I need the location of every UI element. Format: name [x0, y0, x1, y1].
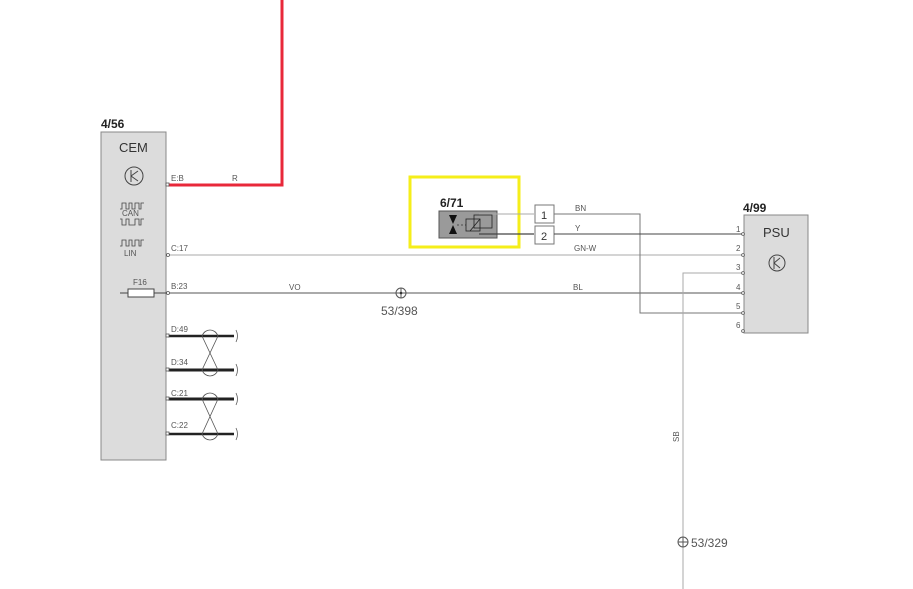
psu-pin-stubs — [741, 232, 745, 333]
svg-text:2: 2 — [541, 231, 547, 243]
twisted-pair-c21-c22[interactable] — [168, 392, 238, 441]
svg-text:1: 1 — [541, 210, 547, 222]
cem-id: 4/56 — [101, 117, 125, 131]
psu-pin-2: 2 — [736, 244, 741, 253]
pin-label-d34: D:34 — [171, 358, 188, 367]
wire-code-gn-w: GN-W — [574, 244, 597, 253]
lin-signal-icon — [120, 239, 144, 247]
pin-label-b23: B:23 — [171, 282, 188, 291]
cem-pin-stubs — [165, 182, 170, 436]
ground-label-53-398: 53/398 — [381, 304, 418, 318]
connector-pin-1[interactable]: 1 — [534, 204, 555, 224]
transistor-icon — [768, 254, 786, 272]
sensor-id: 6/71 — [440, 196, 464, 210]
wire-code-y: Y — [575, 224, 581, 233]
psu-module[interactable] — [743, 214, 809, 334]
power-wire-r[interactable] — [168, 0, 284, 187]
psu-id: 4/99 — [743, 201, 767, 215]
ground-label-53-329: 53/329 — [691, 536, 728, 550]
pin-label-c21: C:21 — [171, 389, 188, 398]
wire-bn[interactable] — [554, 213, 742, 314]
connector-pin-2[interactable]: 2 — [534, 225, 555, 245]
wire-code-bn: BN — [575, 204, 586, 213]
ground-point-icon — [677, 536, 689, 548]
can-signal-icon — [120, 202, 144, 226]
psu-pin-1: 1 — [736, 225, 741, 234]
lin-label: LIN — [124, 249, 137, 258]
cem-name: CEM — [119, 140, 148, 155]
highlight-box — [408, 175, 521, 249]
psu-pin-4: 4 — [736, 283, 741, 292]
wire-code-r: R — [232, 174, 238, 183]
psu-pin-5: 5 — [736, 302, 741, 311]
pin-label-c17: C:17 — [171, 244, 188, 253]
pin-label-c22: C:22 — [171, 421, 188, 430]
pin-label-eb: E:B — [171, 174, 184, 183]
twisted-pair-d49-d34[interactable] — [168, 329, 238, 377]
wire-code-vo: VO — [289, 283, 301, 292]
psu-name: PSU — [763, 225, 790, 240]
ground-point-icon — [395, 287, 407, 299]
fuse-label: F16 — [133, 278, 147, 287]
transistor-icon — [124, 166, 144, 186]
pin-label-d49: D:49 — [171, 325, 188, 334]
wire-code-bl: BL — [573, 283, 583, 292]
psu-pin-3: 3 — [736, 263, 741, 272]
psu-pin-6: 6 — [736, 321, 741, 330]
fuse-icon — [120, 288, 168, 298]
can-label: CAN — [122, 209, 139, 218]
wire-code-sb: SB — [672, 431, 681, 442]
wire-sb[interactable] — [682, 272, 742, 589]
